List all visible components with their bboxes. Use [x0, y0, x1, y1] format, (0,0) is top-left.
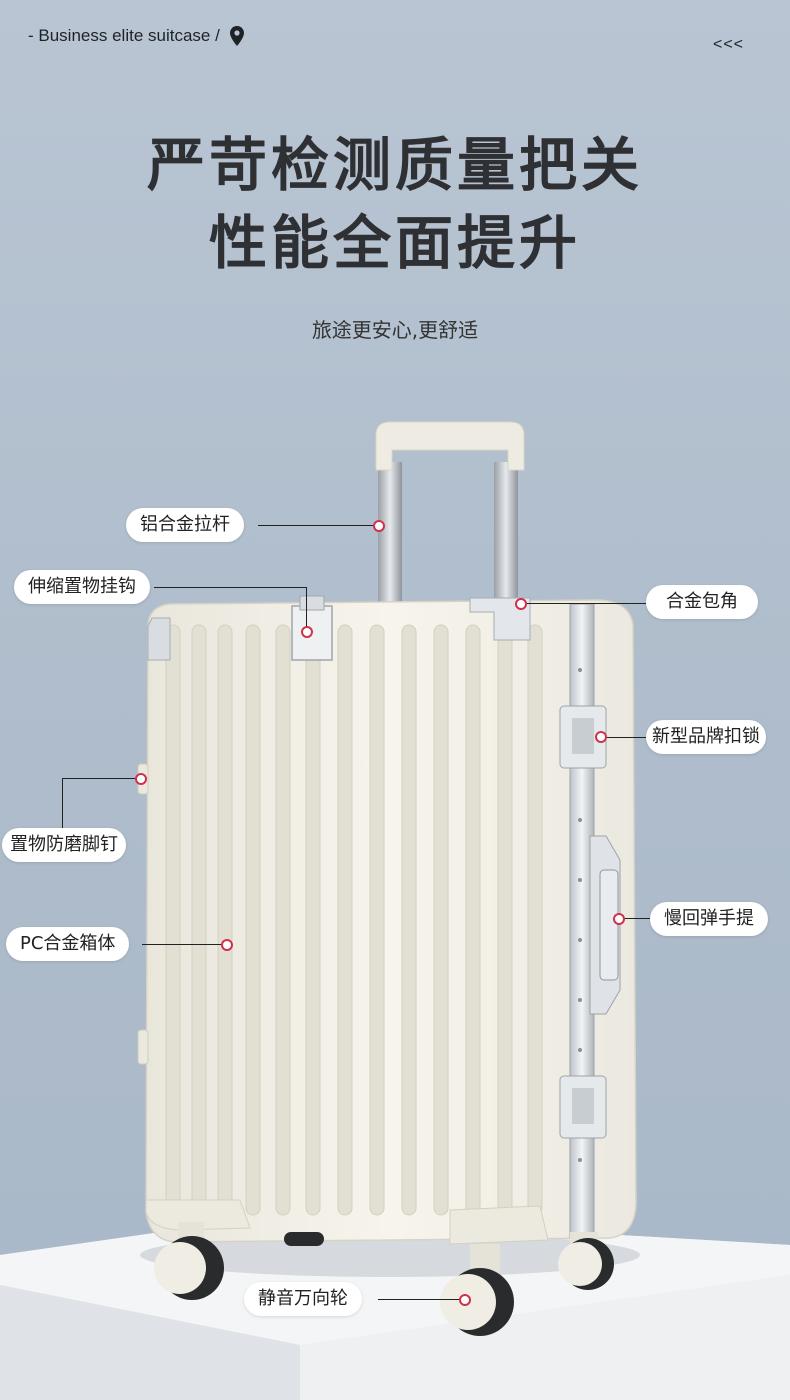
label-lock: 新型品牌扣锁 — [646, 720, 766, 754]
location-pin-icon — [229, 26, 244, 46]
dot-handle-rod — [373, 520, 385, 532]
callout-line-hook-h — [154, 587, 306, 588]
dot-wheels — [459, 1294, 471, 1306]
callout-line-wheels — [378, 1299, 462, 1300]
headline-line-2: 性能全面提升 — [208, 209, 581, 277]
label-body: PC合金箱体 — [6, 927, 130, 961]
back-button[interactable]: <<< — [712, 36, 744, 53]
callout-line-lock — [606, 737, 646, 738]
breadcrumb-text: - Business elite suitcase / — [28, 26, 220, 45]
label-corner: 合金包角 — [646, 585, 758, 619]
dot-side-handle — [613, 913, 625, 925]
label-wheels: 静音万向轮 — [244, 1282, 362, 1316]
dot-lock — [595, 731, 607, 743]
dot-corner — [515, 598, 527, 610]
dot-body — [221, 939, 233, 951]
callout-line-corner — [524, 603, 646, 604]
callout-line-handle-rod — [258, 525, 376, 526]
headline-line-1: 严苛检测质量把关 — [146, 131, 643, 199]
label-side-handle: 慢回弹手提 — [650, 902, 768, 936]
dot-hook — [301, 626, 313, 638]
label-hook: 伸缩置物挂钩 — [14, 570, 150, 604]
dot-feet — [135, 773, 147, 785]
breadcrumb: - Business elite suitcase / — [28, 26, 244, 46]
callout-line-side-handle — [622, 918, 650, 919]
callout-line-feet-v — [62, 778, 63, 830]
callout-line-feet-h — [62, 778, 138, 779]
label-feet: 置物防磨脚钉 — [2, 828, 126, 862]
label-handle-rod: 铝合金拉杆 — [126, 508, 244, 542]
subtitle: 旅途更安心,更舒适 — [311, 318, 479, 342]
callout-line-body — [142, 944, 222, 945]
callout-line-hook-v — [306, 587, 307, 629]
